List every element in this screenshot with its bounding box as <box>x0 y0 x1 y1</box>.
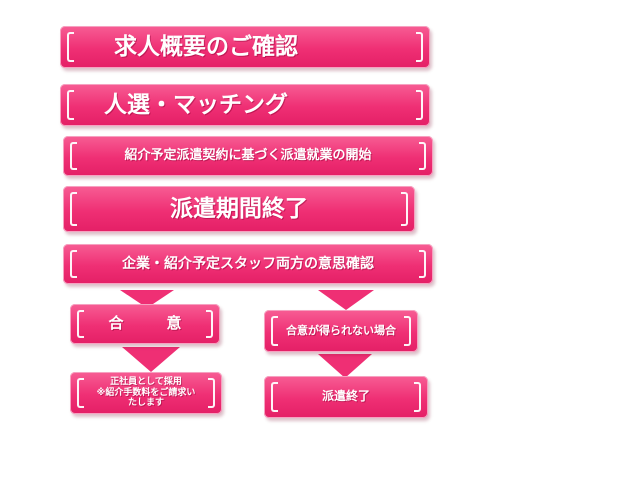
agree-result-line-3: たします <box>127 398 164 409</box>
step-dispatch-start: 紹介予定派遣契約に基づく派遣就業の開始 <box>63 136 433 176</box>
agree-result-line-2: ※紹介手数料をご請求い <box>96 387 196 398</box>
arrow-to-agree-result <box>122 347 180 372</box>
step-job-overview: 求人概要のご確認 <box>60 26 430 68</box>
step-job-overview-label: 求人概要のご確認 <box>114 33 298 60</box>
arrow-to-end <box>318 354 372 378</box>
branch-agree-label: 合 意 <box>108 314 196 333</box>
step-dispatch-end: 派遣期間終了 <box>63 186 415 232</box>
agree-result-line-1: 正社員として採用 <box>110 377 182 388</box>
branch-disagree: 合意が得られない場合 <box>264 310 418 352</box>
step-dispatch-end-label: 派遣期間終了 <box>170 195 308 222</box>
branch-agree-result: 正社員として採用 ※紹介手数料をご請求い たします <box>70 372 222 414</box>
step-dispatch-start-label: 紹介予定派遣契約に基づく派遣就業の開始 <box>124 147 372 163</box>
arrow-to-disagree <box>318 290 374 310</box>
branch-dispatch-end: 派遣終了 <box>264 376 428 418</box>
branch-dispatch-end-label: 派遣終了 <box>321 389 370 404</box>
branch-disagree-label: 合意が得られない場合 <box>286 323 396 337</box>
branch-agree: 合 意 <box>70 304 220 344</box>
step-intent-confirmation: 企業・紹介予定スタッフ両方の意思確認 <box>63 244 433 284</box>
step-matching: 人選・マッチング <box>60 84 430 126</box>
step-matching-label: 人選・マッチング <box>104 91 288 118</box>
step-intent-confirmation-label: 企業・紹介予定スタッフ両方の意思確認 <box>122 255 374 272</box>
